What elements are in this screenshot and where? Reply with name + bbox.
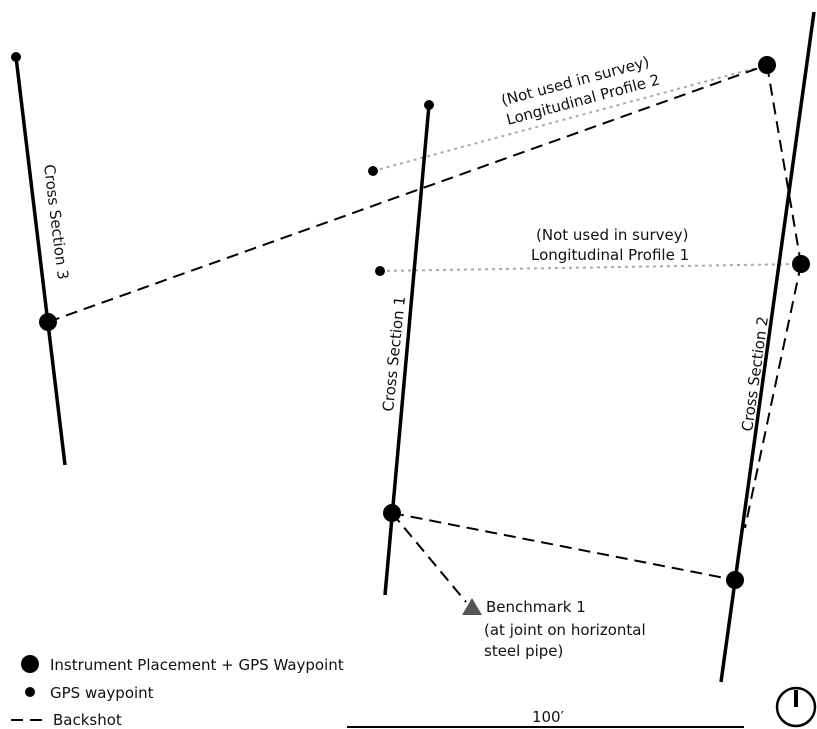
instrument-placement-cs1: [383, 504, 401, 522]
legend-gps-label: GPS waypoint: [50, 684, 154, 702]
gps-waypoint-cs3-top: [11, 52, 21, 62]
north-arrow-icon: [775, 686, 817, 728]
benchmark-icon: [462, 598, 482, 615]
scale-bar-label: 100′: [532, 708, 565, 726]
gps-waypoint-cs1-top: [424, 100, 434, 110]
benchmark-label-line1: Benchmark 1: [486, 598, 586, 616]
backshot-cs1-to-cs2-bottom: [391, 512, 736, 581]
longitudinal-profile-1-title: Longitudinal Profile 1: [531, 246, 689, 264]
cross-section-3-line: [14, 56, 67, 466]
backshot-cs2-top-to-right: [766, 64, 802, 265]
scale-bar: 100′: [347, 708, 744, 728]
backshot-cs1-to-benchmark: [391, 512, 467, 603]
backshot-cs3-to-cs2: [47, 64, 768, 323]
gps-waypoint-lp2-start: [368, 166, 378, 176]
legend-instrument-icon: [21, 655, 39, 673]
benchmark-label-line3: steel pipe): [484, 642, 563, 660]
longitudinal-profile-2-line: [372, 64, 768, 172]
gps-waypoint-lp1-start: [375, 266, 385, 276]
legend-gps-icon: [25, 687, 35, 697]
longitudinal-profile-1-line: [379, 263, 801, 272]
legend-backshot-label: Backshot: [53, 711, 122, 729]
instrument-placement-right: [792, 255, 810, 273]
benchmark-label-line2: (at joint on horizontal: [484, 621, 646, 639]
instrument-placement-cs2-top: [758, 56, 776, 74]
legend-instrument-label: Instrument Placement + GPS Waypoint: [50, 656, 344, 674]
cross-section-3-label: Cross Section 3: [40, 163, 72, 280]
longitudinal-profile-2-label: (Not used in survey) Longitudinal Profil…: [499, 53, 662, 129]
instrument-placement-cs3: [39, 313, 57, 331]
instrument-placement-cs2-bottom: [726, 571, 744, 589]
backshot-right-to-cs2: [744, 263, 802, 529]
longitudinal-profile-1-note: (Not used in survey): [536, 226, 689, 244]
legend: Instrument Placement + GPS Waypoint GPS …: [11, 655, 344, 729]
cross-section-2-label: Cross Section 2: [738, 315, 772, 432]
cross-section-2-line: [719, 11, 816, 683]
backshot-lines: [47, 64, 802, 603]
